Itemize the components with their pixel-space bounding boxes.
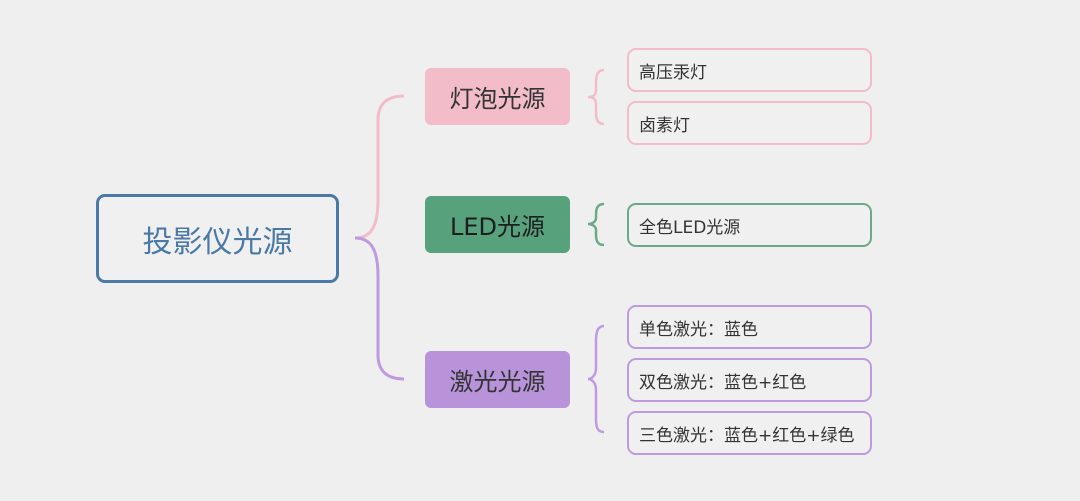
connector-root-bulb [354, 94, 405, 240]
branch-led-label: LED光源 [449, 213, 545, 241]
leaf-label: 单色激光：蓝色 [639, 319, 758, 340]
leaf-single-color-laser[interactable]: 单色激光：蓝色 [627, 305, 872, 349]
branch-laser-label: 激光光源 [449, 368, 546, 396]
leaf-label: 高压汞灯 [639, 62, 707, 83]
leaf-mercury-lamp[interactable]: 高压汞灯 [627, 48, 872, 92]
leaf-label: 三色激光：蓝色+红色+绿色 [639, 425, 855, 446]
connector-root-laser [354, 236, 405, 381]
leaf-full-color-led[interactable]: 全色LED光源 [627, 203, 872, 247]
leaf-label: 双色激光：蓝色+红色 [639, 372, 807, 393]
branch-led[interactable]: LED光源 [425, 196, 570, 253]
branch-bulb[interactable]: 灯泡光源 [425, 68, 570, 125]
leaf-dual-color-laser[interactable]: 双色激光：蓝色+红色 [627, 358, 872, 402]
leaf-label: 卤素灯 [639, 115, 690, 136]
leaf-label: 全色LED光源 [639, 217, 741, 238]
leaf-tri-color-laser[interactable]: 三色激光：蓝色+红色+绿色 [627, 411, 872, 455]
branch-bulb-label: 灯泡光源 [449, 85, 546, 113]
root-label: 投影仪光源 [142, 224, 293, 260]
root-node[interactable]: 投影仪光源 [96, 194, 339, 283]
leaf-halogen-lamp[interactable]: 卤素灯 [627, 101, 872, 145]
branch-laser[interactable]: 激光光源 [425, 351, 570, 408]
brace-bulb [587, 68, 605, 126]
brace-laser [587, 324, 605, 434]
brace-led [587, 202, 605, 247]
